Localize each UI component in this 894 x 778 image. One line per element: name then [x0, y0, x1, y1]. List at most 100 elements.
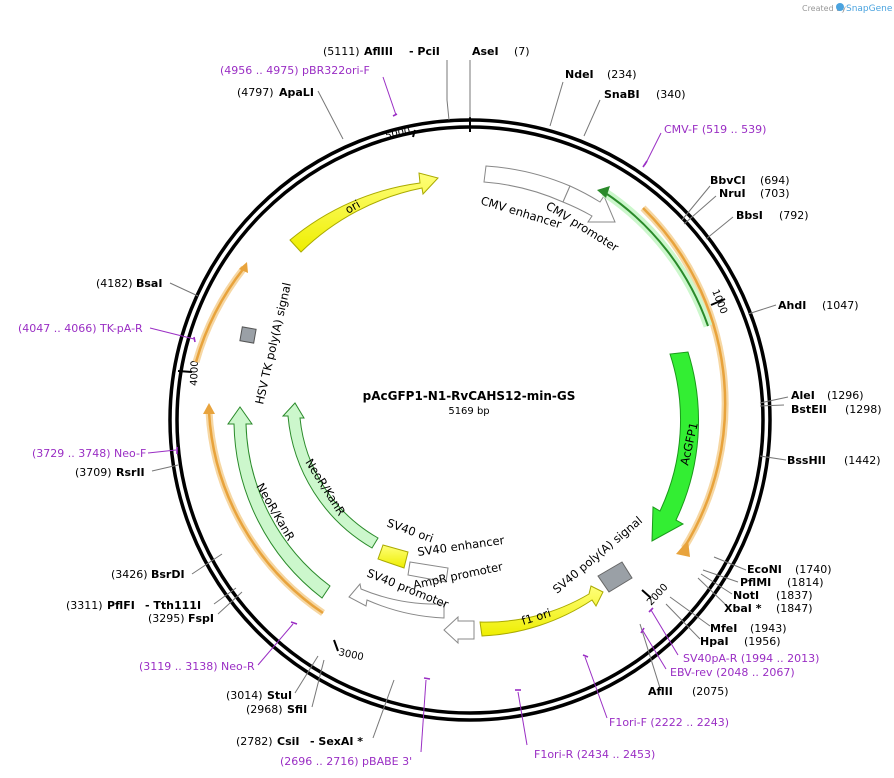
cmv-f-primer: CMV-F (519 .. 539): [664, 123, 766, 136]
sv40pa-r-primer: SV40pA-R (1994 .. 2013): [683, 652, 819, 665]
alei-position: (1296): [827, 389, 864, 402]
apali-position: (4797): [237, 86, 274, 99]
tick-2000: [641, 589, 652, 599]
pbabe-3-primer: (2696 .. 2716) pBABE 3': [280, 755, 412, 768]
aseI-site: AseI: [472, 45, 499, 58]
neokan-inner-feature[interactable]: [281, 402, 379, 549]
restriction-sites: (5111) AflIII - PciI AseI (7) NdeI (234)…: [66, 45, 882, 748]
aseI-position: (7): [514, 45, 530, 58]
bsrdi-position: (3426): [111, 568, 148, 581]
ori-label: ori: [343, 197, 363, 217]
bsteii-site: BstEII: [791, 403, 827, 416]
mfei-site: MfeI: [710, 622, 737, 635]
f1ori-f-primer: F1ori-F (2222 .. 2243): [609, 716, 729, 729]
alei-site: AleI: [791, 389, 815, 402]
noti-position: (1837): [776, 589, 813, 602]
fspi-site: FspI: [188, 612, 214, 625]
bsrdi-site: BsrDI: [151, 568, 185, 581]
stui-site: StuI: [267, 689, 292, 702]
neo-f-primer: (3729 .. 3748) Neo-F: [32, 447, 146, 460]
orange-feature-left[interactable]: [203, 403, 325, 616]
pciI-site: - PciI: [409, 45, 440, 58]
scale-ticks: [177, 117, 726, 652]
noti-site: NotI: [733, 589, 759, 602]
hpai-position: (1956): [744, 635, 781, 648]
nrui-site: NruI: [719, 187, 746, 200]
sfii-position: (2968): [246, 703, 283, 716]
tick-label-4000: 4000: [189, 360, 201, 386]
sv40-polya-feature[interactable]: [597, 561, 633, 593]
cmv-promoter-feature[interactable]: [562, 185, 616, 223]
snabI-site: SnaBI: [604, 88, 640, 101]
green-cds-top-right[interactable]: [601, 188, 713, 328]
snapgene-brand: SnapGene: [846, 4, 893, 14]
sfii-site: SfiI: [287, 703, 307, 716]
tick-label-3000: 3000: [337, 647, 364, 663]
stui-position: (3014): [226, 689, 263, 702]
pbr322ori-f-primer: (4956 .. 4975) pBR322ori-F: [220, 64, 370, 77]
ahdi-site: AhdI: [778, 299, 806, 312]
tick-1000: [710, 298, 726, 306]
xbai-site: XbaI *: [724, 602, 762, 615]
ndeI-position: (234): [607, 68, 637, 81]
econi-position: (1740): [795, 563, 832, 576]
snabI-position: (340): [656, 88, 686, 101]
tick-3000: [333, 639, 339, 652]
xbai-position: (1847): [776, 602, 813, 615]
bsteii-position: (1298): [845, 403, 882, 416]
bsshii-site: BssHII: [787, 454, 826, 467]
bbsi-position: (792): [779, 209, 809, 222]
pflmi-site: PflMI: [740, 576, 771, 589]
sv40-polya-label: SV40 poly(A) signal: [550, 513, 645, 596]
site-leader-lines: [151, 60, 789, 739]
snapgene-logo-icon: [836, 3, 844, 11]
primer-markers: [147, 76, 679, 753]
rsrii-position: (3709): [75, 466, 112, 479]
rsrii-site: RsrII: [116, 466, 145, 479]
bbvci-site: BbvCI: [710, 174, 746, 187]
aflii-site: AflII: [648, 685, 673, 698]
sv40-ori-label: SV40 ori: [385, 516, 435, 546]
apali-site: ApaLI: [279, 86, 314, 99]
primer-labels: (4956 .. 4975) pBR322ori-F CMV-F (519 ..…: [18, 64, 819, 768]
pflmi-position: (1814): [787, 576, 824, 589]
csii-position: (2782): [236, 735, 273, 748]
orange-feature-right[interactable]: [640, 205, 729, 557]
f1ori-r-primer: F1ori-R (2434 .. 2453): [534, 748, 655, 761]
sv40-ori-feature[interactable]: [377, 544, 409, 569]
ahdi-position: (1047): [822, 299, 859, 312]
cmv-enhancer-feature[interactable]: [483, 165, 571, 203]
sv40-promoter-feature[interactable]: [348, 582, 445, 619]
nrui-position: (703): [760, 187, 790, 200]
ori-feature[interactable]: [289, 172, 439, 253]
bsai-position: (4182): [96, 277, 133, 290]
snapgene-watermark: Created by: [802, 4, 846, 13]
bbsi-site: BbsI: [736, 209, 763, 222]
csii-site: CsiI: [277, 735, 299, 748]
hsv-tk-polya-label: HSV TK poly(A) signal: [252, 281, 294, 406]
plasmid-size: 5169 bp: [448, 406, 489, 417]
pflfi-position: (3311): [66, 599, 103, 612]
orange-feature-top-left[interactable]: [192, 262, 248, 363]
pflfi-site: PflFI: [107, 599, 135, 612]
ampr-promoter-feature[interactable]: [443, 615, 475, 645]
aflIII-site: AflIII: [364, 45, 393, 58]
tick-label-5000: 5000: [384, 126, 411, 142]
sexai-site: - SexAI *: [310, 735, 363, 748]
fspi-position: (3295): [148, 612, 185, 625]
f1-ori-feature[interactable]: [479, 585, 604, 637]
acgfp1-feature[interactable]: [651, 351, 699, 542]
neokan-outer-feature[interactable]: [227, 406, 331, 599]
tick-5000: [412, 129, 416, 138]
tth111i-site: - Tth111I: [145, 599, 201, 612]
hsv-tk-polya-feature[interactable]: [239, 326, 257, 344]
aflIII-position: (5111): [323, 45, 360, 58]
sv40-enhancer-feature[interactable]: [407, 561, 449, 583]
aflii-position: (2075): [692, 685, 729, 698]
tick-4000: [177, 370, 193, 373]
plasmid-name: pAcGFP1-N1-RvCAHS12-min-GS: [363, 389, 576, 403]
bsshii-position: (1442): [844, 454, 881, 467]
neo-r-primer: (3119 .. 3138) Neo-R: [139, 660, 255, 673]
